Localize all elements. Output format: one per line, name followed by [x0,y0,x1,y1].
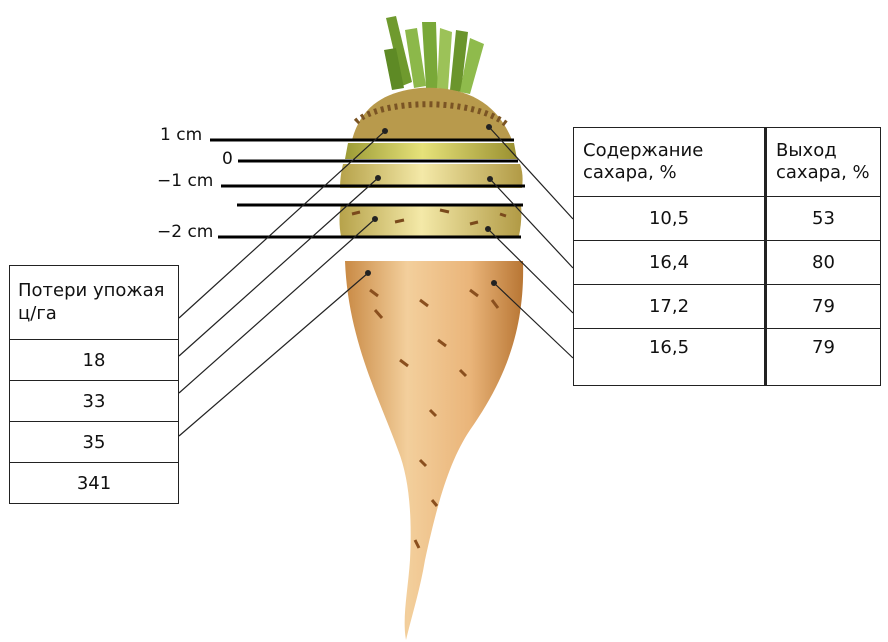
leaf-stalks [384,16,484,94]
sugar-content-cell: 16,5 [574,329,766,386]
losses-cell: 18 [10,340,179,381]
beet-root-body [345,261,523,640]
beet-slice-top [345,143,517,159]
losses-header: Потери упожая ц/га [10,266,179,340]
sugar-content-cell: 16,4 [574,241,766,285]
sugar-yield-cell: 80 [766,241,881,285]
sugar-yield-cell: 53 [766,197,881,241]
level-label-minus2cm: −2 cm [157,224,213,241]
sugar-content-cell: 10,5 [574,197,766,241]
beet-slice-middle [340,204,522,236]
sugar-content-cell: 17,2 [574,285,766,329]
harvest-losses-table: Потери упожая ц/га 18 33 35 341 [9,265,179,504]
losses-cell: 33 [10,381,179,422]
sugar-yield-cell: 79 [766,329,881,386]
sugar-content-header: Содержание сахара, % [574,128,766,197]
losses-cell: 35 [10,422,179,463]
sugar-yield-cell: 79 [766,285,881,329]
level-label-minus1cm: −1 cm [157,173,213,190]
losses-cell: 341 [10,463,179,504]
level-label-plus1cm: 1 cm [160,127,202,144]
sugar-table: Содержание сахара, % Выход сахара, % 10,… [573,127,881,386]
level-label-zero: 0 [222,151,233,168]
sugar-yield-header: Выход сахара, % [766,128,881,197]
